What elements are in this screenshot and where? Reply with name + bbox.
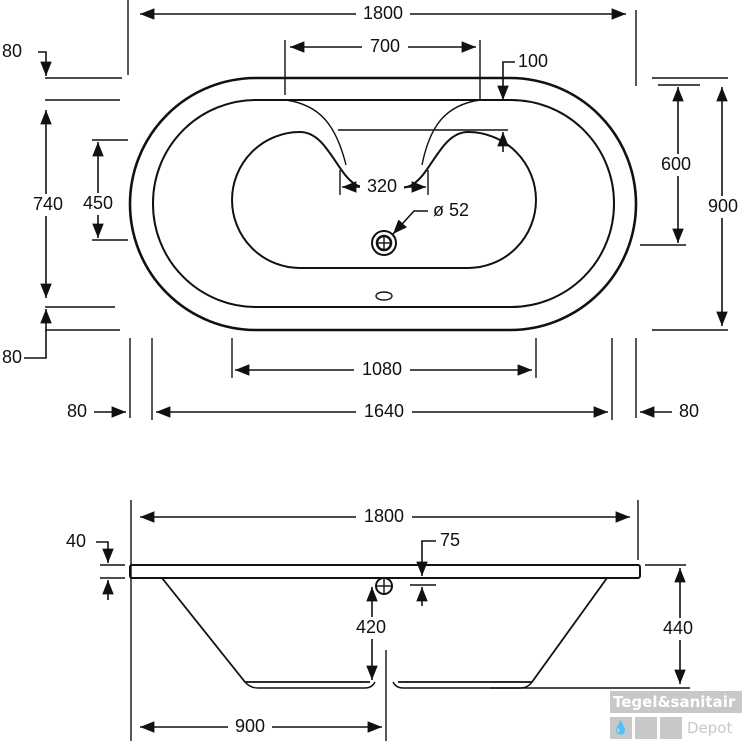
- dim-rim-top: 80: [2, 41, 22, 61]
- dim-drain-offset: 75: [440, 530, 460, 550]
- watermark-logo: Tegel&sanitair 💧 Depot: [610, 691, 742, 741]
- dim-basin-length: 1080: [362, 359, 402, 379]
- dim-drain-position: 900: [235, 716, 265, 736]
- dim-headrest-width: 700: [370, 36, 400, 56]
- dim-basin-width: 450: [83, 193, 113, 213]
- tub-rim: [129, 564, 641, 579]
- dim-rim-thickness: 40: [66, 531, 86, 551]
- headrest-left: [285, 99, 347, 166]
- dim-inner-depth: 420: [356, 617, 386, 637]
- dim-inner-length: 1640: [364, 401, 404, 421]
- overflow-icon: [375, 291, 393, 301]
- watermark-brand: Tegel&sanitair: [610, 691, 742, 713]
- headrest-right: [421, 99, 481, 166]
- dim-headrest-bottom: 320: [367, 176, 397, 196]
- dim-side-length: 1800: [364, 506, 404, 526]
- logo-square: [660, 717, 682, 739]
- drop-icon: 💧: [610, 717, 632, 739]
- side-view: 1800 40 75 420 440 900: [66, 500, 699, 741]
- logo-square: [635, 717, 657, 739]
- dim-rim-right: 80: [679, 401, 699, 421]
- inner-rim: [152, 99, 615, 308]
- top-view: 1800 700 100 80 740 450 80 600 900 1080 …: [2, 0, 742, 423]
- dim-top-length: 1800: [363, 3, 403, 23]
- outer-rim: [128, 76, 638, 332]
- dim-inner-width: 740: [33, 194, 63, 214]
- dim-outer-inner-width: 600: [661, 154, 691, 174]
- dim-headrest-depth: 100: [518, 51, 548, 71]
- dim-rim-left: 80: [67, 401, 87, 421]
- dim-total-width: 900: [708, 196, 738, 216]
- watermark-sub: Depot: [687, 719, 733, 737]
- dim-total-height: 440: [663, 618, 693, 638]
- dim-rim-bottom: 80: [2, 347, 22, 367]
- dim-drain-diameter: ø 52: [433, 200, 469, 220]
- drain-icon: [371, 230, 397, 256]
